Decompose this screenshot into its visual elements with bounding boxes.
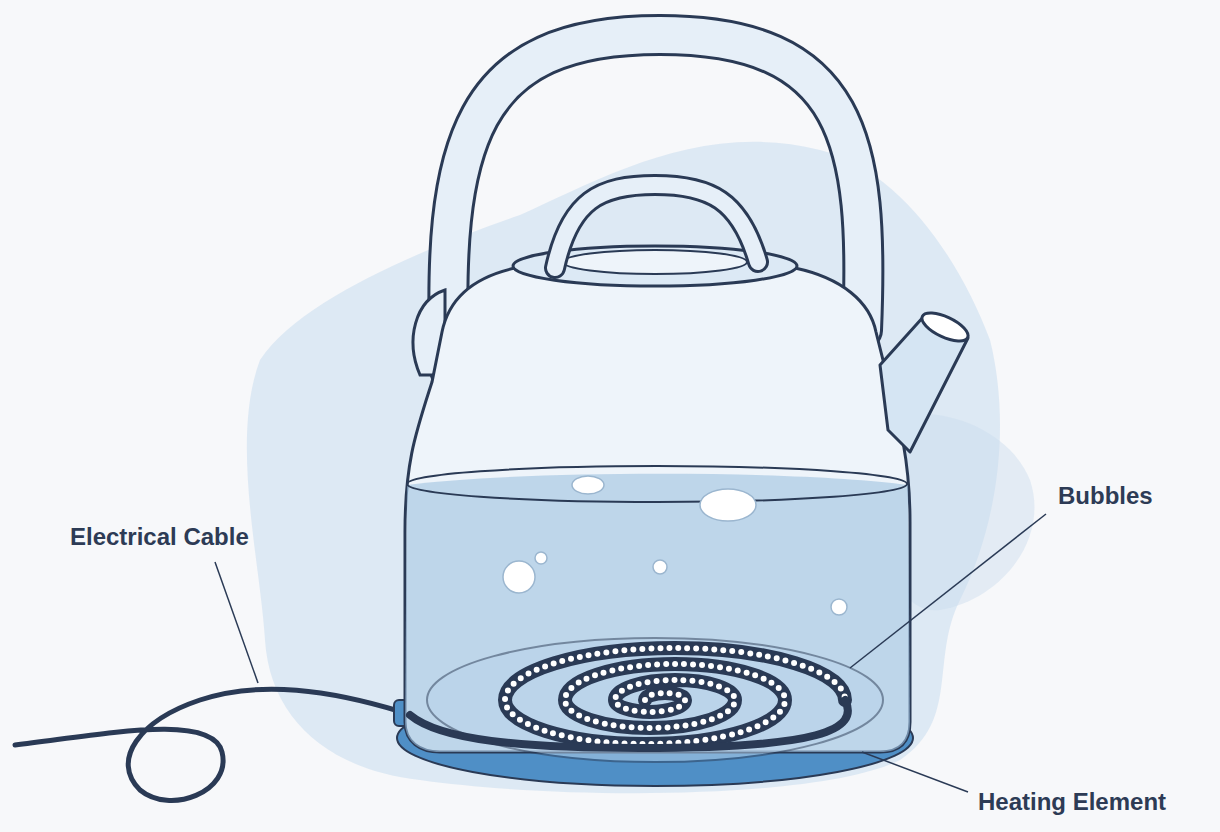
part-label: Electrical Cable — [70, 523, 249, 552]
lid-knob — [555, 185, 758, 268]
electrical-cable — [15, 689, 402, 800]
element-lead — [410, 700, 848, 748]
watercolor-wash — [247, 142, 1000, 793]
lid-knob — [555, 185, 758, 268]
element-bubbles — [505, 648, 845, 744]
leader-lines — [215, 514, 1046, 792]
heating-element — [505, 648, 845, 744]
part-label: Bubbles — [1058, 482, 1153, 511]
water-surface — [407, 466, 907, 502]
spout-opening — [918, 307, 972, 346]
part-label: Heating Element — [978, 788, 1166, 817]
lid-rim — [563, 250, 747, 274]
rising-bubbles — [503, 476, 847, 615]
